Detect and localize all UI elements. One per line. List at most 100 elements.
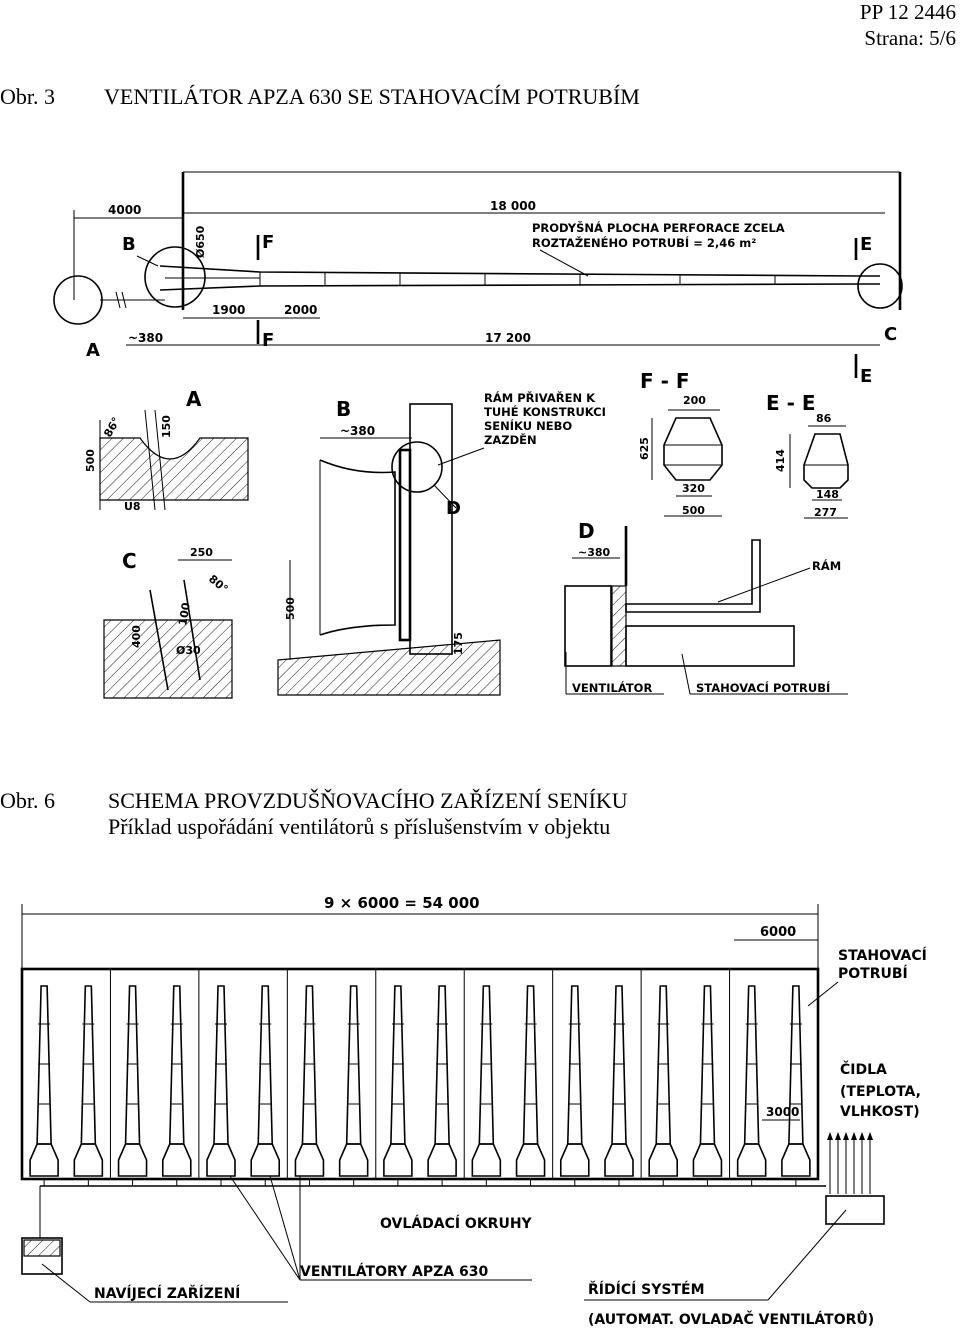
section-EE-title: E - E <box>766 391 816 415</box>
fan-unit <box>692 985 723 1177</box>
control-box <box>825 1195 885 1225</box>
fan-unit <box>73 985 104 1177</box>
detail-C-30: Ø30 <box>176 644 201 657</box>
detail-D-ram: RÁM <box>812 558 841 573</box>
fan-unit <box>559 985 590 1177</box>
fan-unit <box>206 985 236 1177</box>
label-okruhy: OVLÁDACÍ OKRUHY <box>380 1215 533 1232</box>
FF-200: 200 <box>683 394 706 407</box>
dim-total: 9 × 6000 = 54 000 <box>324 894 480 912</box>
fan-unit <box>294 985 325 1177</box>
detail-C: C 250 80° 100 400 Ø30 <box>103 546 233 699</box>
dim-18000: 18 000 <box>490 199 536 213</box>
label-stahovaci-2: POTRUBÍ <box>838 965 908 982</box>
fan-row <box>29 985 811 1177</box>
frame-note-3: SENÍKU NEBO <box>484 418 572 433</box>
dim-4000: 4000 <box>108 203 141 217</box>
fan-unit <box>427 985 457 1177</box>
fan-unit <box>117 985 148 1177</box>
dim-1900: 1900 <box>212 303 245 317</box>
fan-unit <box>161 985 192 1177</box>
fan-unit <box>250 985 281 1177</box>
detail-C-400: 400 <box>130 625 143 648</box>
figure3-label: Obr. 3 <box>0 84 55 109</box>
fan-elevation: 4000 18 000 B Ø650 A C PRODYŠNÁ PLOCHA P… <box>53 171 903 387</box>
dim-17200: 17 200 <box>485 331 531 345</box>
label-cidla-3: VLHKOST) <box>840 1104 920 1120</box>
FF-320: 320 <box>682 482 705 495</box>
dim-650: Ø650 <box>194 225 207 258</box>
label-ridici-2: (AUTOMAT. OVLADAČ VENTILÁTORŮ) <box>588 1310 874 1328</box>
sensor-arrow-head <box>835 1132 841 1140</box>
figure3-title: VENTILÁTOR APZA 630 SE STAHOVACÍM POTRUB… <box>104 84 640 109</box>
frame-note-2: TUHÉ KONSTRUKCI <box>484 404 606 419</box>
EE-414: 414 <box>774 449 787 472</box>
detail-B-D: D <box>446 498 461 519</box>
detail-C-title: C <box>122 549 137 573</box>
EE-277: 277 <box>814 506 837 519</box>
mark-A: A <box>86 340 100 361</box>
section-FF: F - F 200 625 320 500 <box>638 369 723 517</box>
section-EE: E - E 86 414 148 277 <box>766 391 849 519</box>
detail-B-175: 175 <box>452 632 465 655</box>
figure3-drawing: 4000 18 000 B Ø650 A C PRODYŠNÁ PLOCHA P… <box>53 171 903 699</box>
detail-B-title: B <box>336 397 351 421</box>
sensor-arrow-head <box>843 1132 849 1140</box>
detail-A-86: 86° <box>101 415 123 440</box>
mark-E-top: E <box>860 234 872 255</box>
sensor-arrow-head <box>851 1132 857 1140</box>
mark-F-bottom: F <box>262 330 274 351</box>
mark-B: B <box>122 234 136 255</box>
sensor-arrow-head <box>867 1132 873 1140</box>
FF-500: 500 <box>682 504 705 517</box>
detail-A-u8: U8 <box>124 500 141 513</box>
figure6-label: Obr. 6 <box>0 788 55 813</box>
dim-380-top: ~380 <box>128 331 163 345</box>
fan-unit <box>29 985 59 1177</box>
label-cidla-2: (TEPLOTA, <box>840 1084 921 1100</box>
EE-86: 86 <box>816 412 832 425</box>
sensor-arrow-head <box>859 1132 865 1140</box>
fan-unit <box>383 985 413 1177</box>
detail-C-250: 250 <box>190 546 213 559</box>
section-FF-title: F - F <box>640 369 690 393</box>
label-stahovaci-1: STAHOVACÍ <box>838 947 927 964</box>
detail-C-80: 80° <box>206 572 230 595</box>
detail-B-500: 500 <box>284 597 297 620</box>
label-ventilatory: VENTILÁTORY APZA 630 <box>300 1263 488 1280</box>
detail-A-title: A <box>186 387 202 411</box>
sensor-arrow-head <box>827 1132 833 1140</box>
detail-C-100: 100 <box>176 601 193 626</box>
label-navijeci: NAVÍJECÍ ZAŘÍZENÍ <box>94 1285 240 1302</box>
EE-148: 148 <box>816 488 839 501</box>
frame-note-4: ZAZDĚN <box>484 432 537 447</box>
fan-unit <box>338 985 369 1177</box>
detail-D-ventilator: VENTILÁTOR <box>572 680 652 695</box>
bay-dividers <box>109 969 731 1179</box>
mark-C: C <box>884 324 897 345</box>
fan-unit <box>736 985 767 1177</box>
circuit-arrows <box>43 1180 797 1186</box>
detail-A-150: 150 <box>160 415 173 438</box>
perforation-note-1: PRODYŠNÁ PLOCHA PERFORACE ZCELA <box>532 220 785 235</box>
frame-note-1: RÁM PŘIVAŘEN K <box>484 390 596 405</box>
perforation-note-2: ROZTAŽENÉHO POTRUBÍ = 2,46 m² <box>532 235 756 250</box>
detail-D: D ~380 RÁM VENTILÁTOR STAHOVACÍ POTRUBÍ <box>564 519 848 695</box>
dim-6000: 6000 <box>760 925 796 940</box>
figure6-title: SCHEMA PROVZDUŠŇOVACÍHO ZAŘÍZENÍ SENÍKU <box>108 788 628 813</box>
detail-A-500: 500 <box>84 449 97 472</box>
winch-box <box>21 1237 63 1275</box>
detail-B: B ~380 D 500 175 <box>277 397 501 696</box>
detail-A: A 86° 150 500 U8 <box>84 387 249 513</box>
fan-unit <box>471 985 502 1177</box>
detail-D-380: ~380 <box>578 546 611 559</box>
detail-D-potrubi: STAHOVACÍ POTRUBÍ <box>696 680 830 695</box>
figure6-subtitle: Příklad uspořádání ventilátorů s přísluš… <box>108 814 611 839</box>
fan-unit <box>648 985 679 1177</box>
fan-unit <box>604 985 634 1177</box>
mark-E-bottom: E <box>860 366 872 387</box>
dim-3000: 3000 <box>766 1105 799 1119</box>
fan-unit <box>781 985 811 1177</box>
label-ridici-1: ŘÍDÍCÍ SYSTÉM <box>588 1281 705 1298</box>
mark-F-top: F <box>262 232 274 253</box>
